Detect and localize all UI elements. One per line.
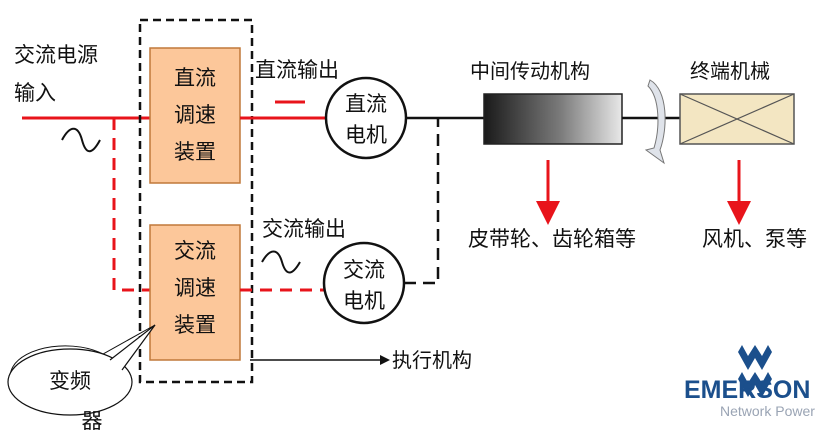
terminal-examples-label: 风机、泵等 <box>702 227 807 251</box>
emerson-logo-brand: EMERSON <box>684 376 810 404</box>
dc-motor-label-1: 直流 <box>345 92 387 116</box>
transmission-examples-label: 皮带轮、齿轮箱等 <box>468 227 636 251</box>
terminal-cross-2 <box>679 93 795 145</box>
transmission-label: 中间传动机构 <box>470 59 590 83</box>
dc-output-label: 直流输出 <box>255 58 339 82</box>
ac-drive-label-2: 调速 <box>174 276 216 300</box>
dc-drive-label-3: 装置 <box>174 140 216 164</box>
emerson-logo: EMERSON Network Power <box>684 345 815 419</box>
ac-drive-label-1: 交流 <box>174 239 216 263</box>
ac-drive-label-3: 装置 <box>174 313 216 337</box>
actuator-arrowhead-icon <box>380 355 390 365</box>
terminal-machine-label: 终端机械 <box>690 59 770 83</box>
ac-output-label: 交流输出 <box>262 217 346 241</box>
dc-drive-label-1: 直流 <box>174 66 216 90</box>
dc-drive-label-2: 调速 <box>174 103 216 127</box>
inverter-callout <box>7 348 133 416</box>
emerson-logo-mark-icon-lower <box>738 372 772 397</box>
ac-drive-box <box>149 224 241 361</box>
dc-drive-box <box>149 47 241 184</box>
actuator-label: 执行机构 <box>392 348 472 372</box>
ac-motor-label-2: 电机 <box>343 289 385 313</box>
ac-input-sine-icon <box>61 127 101 153</box>
ac-source-label-line2: 输入 <box>14 81 56 105</box>
ac-source-label-line1: 交流电源 <box>14 43 98 67</box>
drive-enclosure <box>138 18 254 384</box>
emerson-logo-mark-icon <box>738 345 772 370</box>
dc-motor-label-2: 电机 <box>345 123 387 147</box>
inverter-callout-tail <box>109 324 156 371</box>
ac-branch-line <box>112 118 150 292</box>
inverter-callout-label-2: 器 <box>82 409 103 433</box>
ac-motor-label-1: 交流 <box>343 258 385 282</box>
transmission-box <box>483 93 623 145</box>
emerson-logo-tagline: Network Power <box>720 403 815 419</box>
ac-motor-shaft <box>404 118 440 285</box>
rotation-arrow-icon <box>644 79 666 165</box>
inverter-callout-label-1: 变频 <box>49 369 91 393</box>
ac-output-sine-icon <box>261 250 301 274</box>
